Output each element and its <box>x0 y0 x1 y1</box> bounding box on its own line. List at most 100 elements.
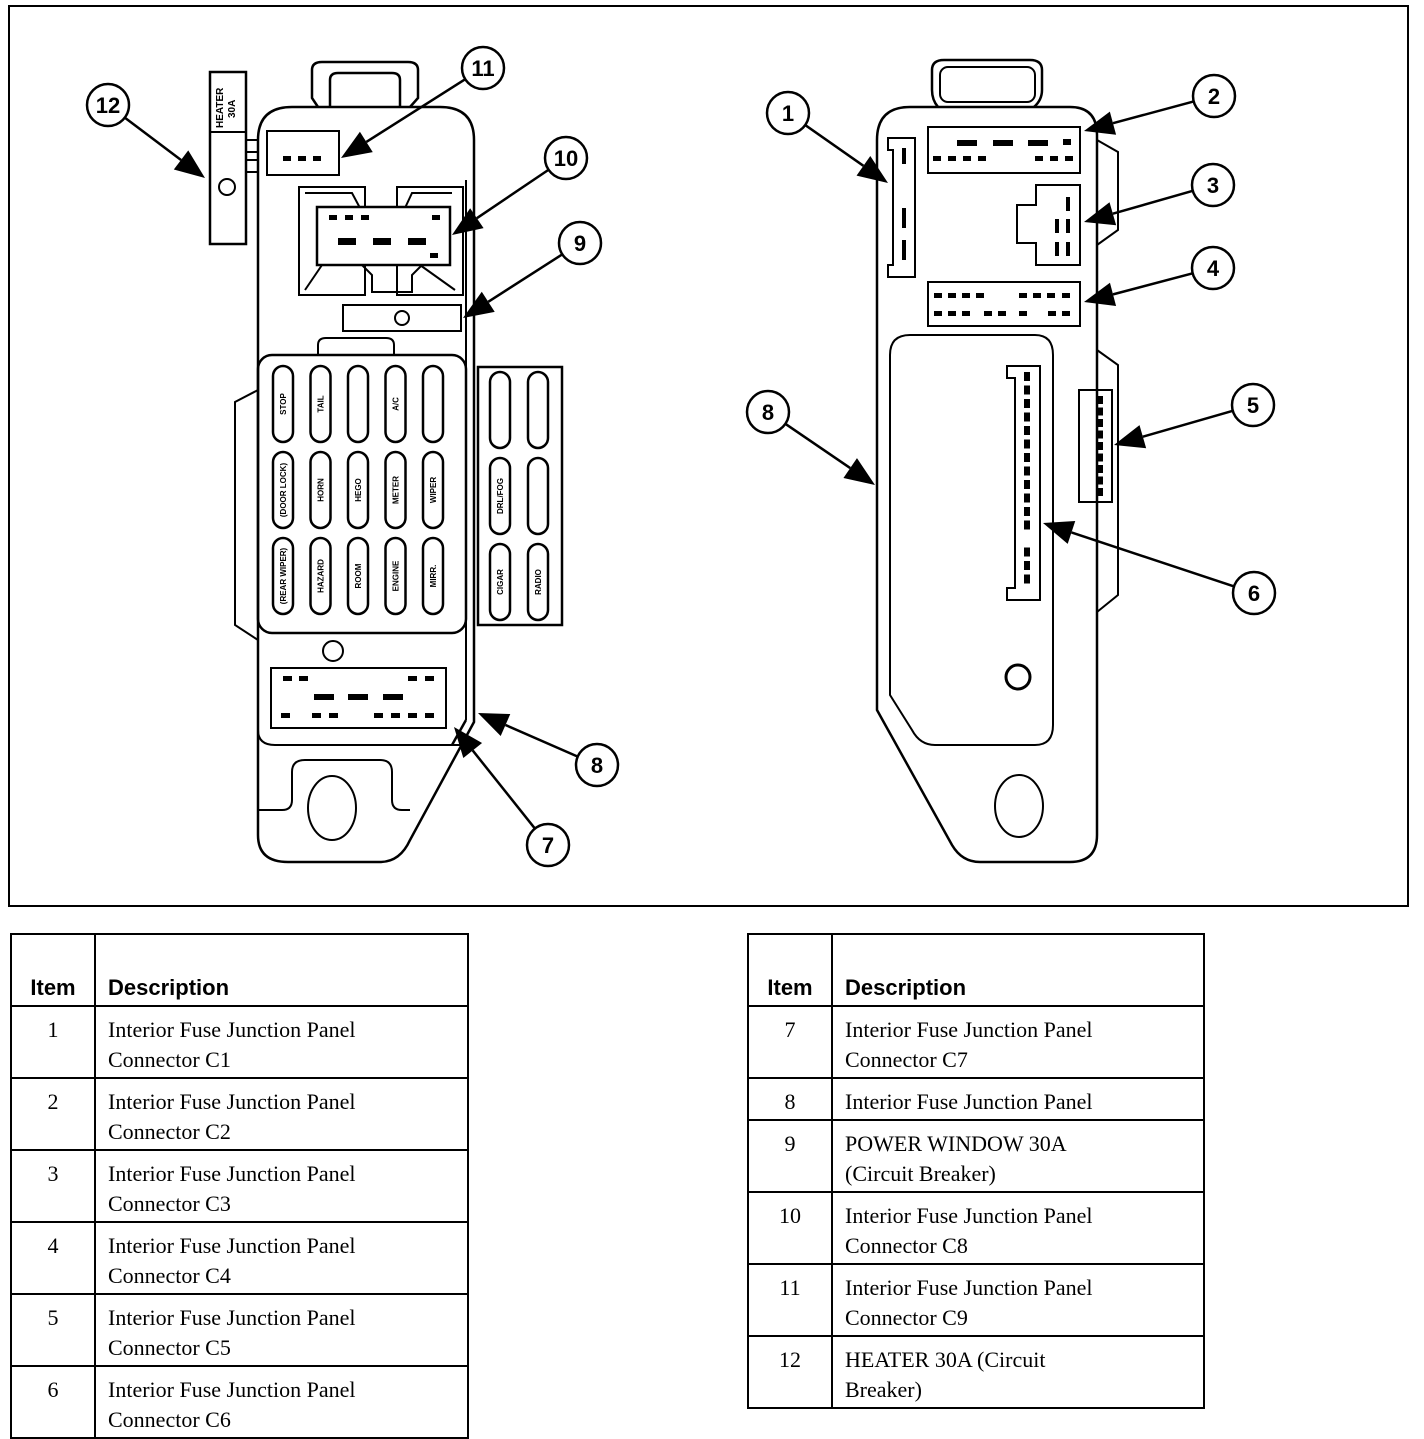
description-line-1: HEATER 30A (Circuit <box>845 1347 1046 1372</box>
callout-number: 4 <box>1207 256 1220 281</box>
description-column-header: Description <box>831 933 1205 1007</box>
description-column-header: Description <box>94 933 469 1007</box>
callout-8: 8 <box>745 389 875 485</box>
callout-number: 3 <box>1207 173 1219 198</box>
pin <box>1024 574 1030 584</box>
arrowhead-icon <box>173 150 205 178</box>
fuse-slot: A/C <box>384 364 407 444</box>
legend-item-description: POWER WINDOW 30A(Circuit Breaker) <box>831 1119 1205 1193</box>
fuse-slot <box>346 364 370 444</box>
fuse-label: CIGAR <box>496 569 505 595</box>
callout-6: 6 <box>1043 521 1277 616</box>
description-line-1: Interior Fuse Junction Panel <box>108 1089 356 1114</box>
description-line-1: Interior Fuse Junction Panel <box>845 1275 1093 1300</box>
pin <box>1097 453 1103 462</box>
pin <box>1024 561 1030 570</box>
callout-circle <box>1230 382 1276 428</box>
callout-number: 12 <box>96 93 120 118</box>
callout-circle <box>745 389 791 435</box>
callout-5: 5 <box>1114 382 1276 449</box>
fuse-slot: ROOM <box>346 536 370 616</box>
pin <box>1024 453 1030 462</box>
callout-number: 8 <box>762 400 774 425</box>
fuse-slot: (REAR WIPER) <box>271 536 295 616</box>
description-line-1: Interior Fuse Junction Panel <box>108 1161 356 1186</box>
fuse-label: STOP <box>279 393 288 415</box>
legend-item-number: 5 <box>10 1293 96 1367</box>
pin <box>1097 465 1103 473</box>
pin <box>1097 430 1103 439</box>
top-handle-rear <box>930 58 1044 108</box>
callout-number: 9 <box>574 231 586 256</box>
leader-line <box>471 749 536 830</box>
callout-number: 6 <box>1248 581 1260 606</box>
item-column-header: Item <box>10 933 96 1007</box>
legend-header-row: Item Description <box>747 933 1205 1007</box>
top-handle <box>310 60 420 108</box>
pin <box>1024 493 1030 503</box>
connector-c6 <box>1006 365 1041 601</box>
connector-c5-pins <box>1097 396 1103 496</box>
fuse-label: (REAR WIPER) <box>279 547 288 604</box>
pin <box>1024 372 1030 381</box>
connector-c7 <box>270 667 447 729</box>
legend-item-number: 10 <box>747 1191 833 1265</box>
pin <box>1024 520 1030 530</box>
fuse-label: WIPER <box>429 477 438 503</box>
fuse-label: METER <box>392 476 401 504</box>
callout-9: 9 <box>463 220 603 318</box>
pin <box>1024 412 1030 422</box>
pin <box>1024 439 1030 449</box>
callout-4: 4 <box>1084 245 1236 306</box>
connector-c2 <box>927 126 1081 174</box>
callout-circle <box>1190 162 1236 208</box>
fuse-slot: RADIO <box>526 542 550 622</box>
connector-c9 <box>266 130 340 176</box>
fuse-slot <box>526 370 550 450</box>
pin <box>1024 466 1030 476</box>
arrowhead-icon <box>341 131 373 158</box>
description-line-2: Connector C7 <box>845 1047 968 1072</box>
fuse-slot: ENGINE <box>384 536 407 616</box>
connector-c1 <box>887 137 916 278</box>
pin <box>1024 426 1030 435</box>
arrowhead-icon <box>452 208 484 235</box>
legend-item-number: 7 <box>747 1005 833 1079</box>
front-view <box>234 60 564 864</box>
connector-c4 <box>927 281 1081 327</box>
callout-7: 7 <box>454 727 571 868</box>
callout-circle <box>1231 570 1277 616</box>
arrowhead-icon <box>1084 202 1117 226</box>
fuse-slot: STOP <box>271 364 295 444</box>
callout-8: 8 <box>478 713 620 788</box>
arrowhead-icon <box>1114 425 1147 449</box>
fuse-slot: TAIL <box>309 364 332 444</box>
fuse-label: HEGO <box>354 478 363 502</box>
pin <box>1097 419 1103 427</box>
legend-item-number: 6 <box>10 1365 96 1439</box>
callout-circle <box>460 45 506 91</box>
description-line-2: Connector C1 <box>108 1047 231 1072</box>
callout-1: 1 <box>765 90 888 183</box>
leader-line <box>1112 272 1194 296</box>
fuse-label: RADIO <box>534 569 543 595</box>
fuse-slot: (DOOR LOCK) <box>271 450 295 530</box>
description-line-2: Connector C4 <box>108 1263 231 1288</box>
connector-c5 <box>1078 389 1113 503</box>
figure-frame <box>8 5 1409 907</box>
pin <box>1097 476 1103 485</box>
legend-item-number: 9 <box>747 1119 833 1193</box>
callout-number: 8 <box>591 753 603 778</box>
legend-item-number: 2 <box>10 1077 96 1151</box>
fuse-slot <box>526 456 550 536</box>
description-line-1: POWER WINDOW 30A <box>845 1131 1067 1156</box>
